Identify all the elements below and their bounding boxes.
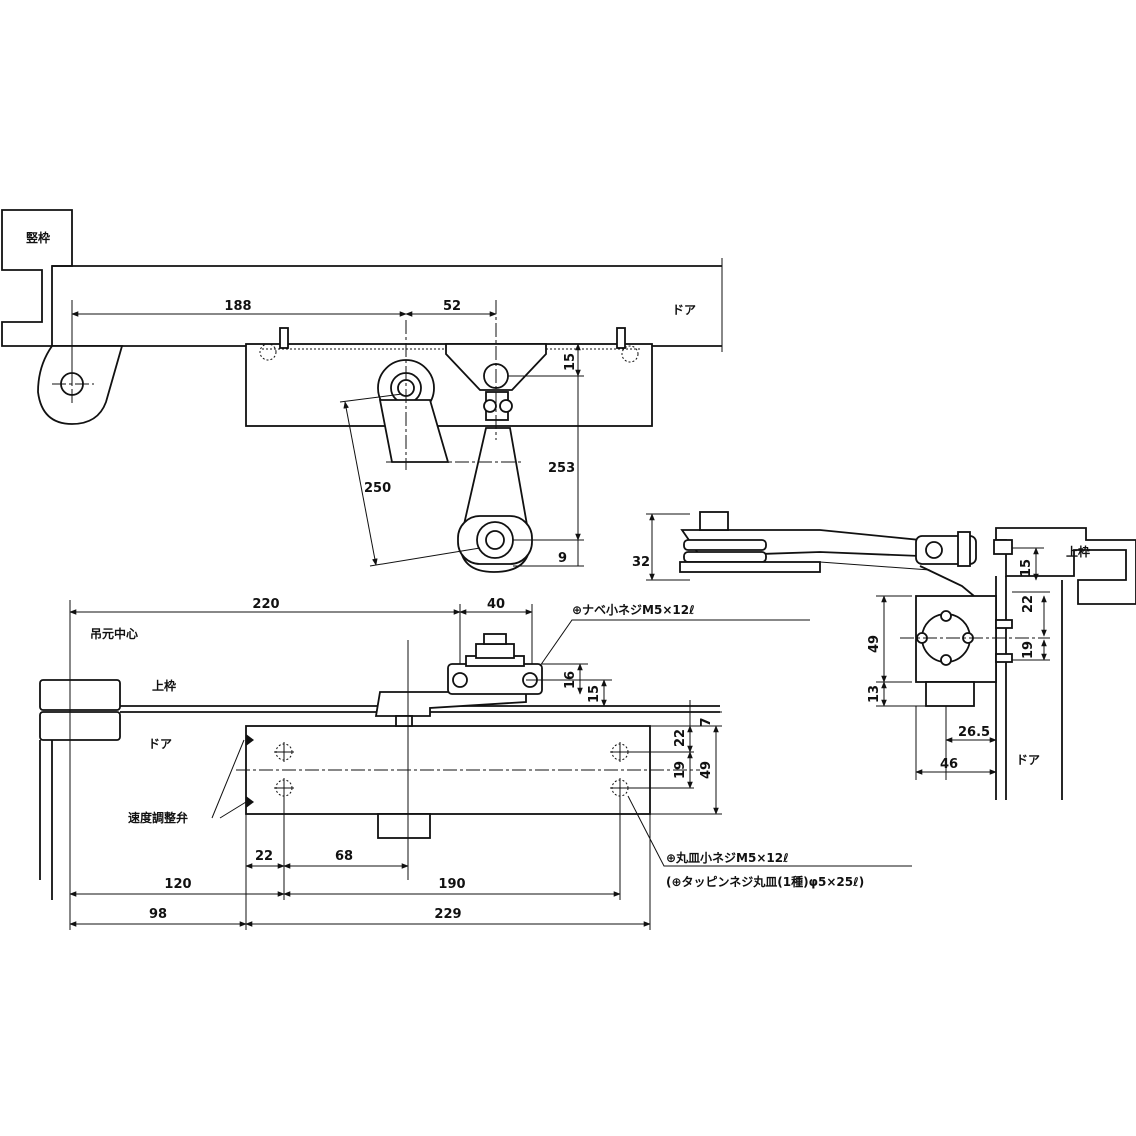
main-arm-top (378, 399, 450, 463)
dim-188: 188 (224, 299, 251, 314)
jamb-frame-profile (1, 209, 73, 347)
dim-52: 52 (443, 299, 461, 314)
label-door-front: ドア (148, 737, 172, 751)
dim-46: 46 (940, 757, 958, 772)
front-view: 220 40 16 15 7 22 19 49 22 68 120 (39, 597, 912, 930)
arm-bracket-front (447, 663, 543, 695)
dim-15-top: 15 (563, 353, 578, 371)
label-head-front: 上枠 (152, 678, 176, 693)
dim-190: 190 (438, 877, 465, 892)
label-jamb: 竪枠 (26, 230, 50, 245)
dim-120: 120 (164, 877, 191, 892)
label-door-top: ドア (672, 303, 696, 317)
label-hinge-center: 吊元中心 (90, 626, 138, 641)
label-speed-valve: 速度調整弁 (128, 810, 188, 825)
dim-40: 40 (487, 597, 505, 612)
dim-19-side: 19 (1021, 641, 1036, 659)
dim-26-5: 26.5 (958, 725, 990, 740)
dim-22-side: 22 (1021, 595, 1036, 613)
dim-22-bottom: 22 (255, 849, 273, 864)
label-screw-pan-head: ⊕ナベ小ネジM5×12ℓ (572, 602, 695, 617)
dim-220: 220 (252, 597, 279, 612)
dim-19-front: 19 (673, 761, 688, 779)
dim-15-side: 15 (1019, 559, 1034, 577)
top-view: 188 52 15 253 9 250 竪枠 ドア (1, 209, 723, 573)
dim-22-front: 22 (673, 729, 688, 747)
dim-32: 32 (632, 555, 650, 570)
side-view: 32 15 22 19 49 13 26.5 46 上枠 ドア (632, 511, 1136, 800)
label-screw-oval-head: ⊕丸皿小ネジM5×12ℓ (666, 850, 789, 865)
bracket-side (915, 595, 997, 683)
dim-9: 9 (558, 551, 567, 566)
dim-49-side: 49 (867, 635, 882, 653)
head-frame-profile (995, 527, 1136, 605)
hinge-knuckle (37, 345, 124, 425)
dim-13-side: 13 (867, 685, 882, 703)
dim-250: 250 (364, 481, 391, 496)
dim-253: 253 (548, 461, 575, 476)
label-door-right: ドア (1016, 753, 1040, 767)
dim-15-front: 15 (587, 685, 602, 703)
dim-7: 7 (699, 717, 714, 726)
dim-49-front: 49 (699, 761, 714, 779)
hinge-front (39, 679, 121, 711)
dim-68: 68 (335, 849, 353, 864)
label-screw-tapping: (⊕タッピンネジ丸皿(1種)φ5×25ℓ) (666, 874, 864, 889)
dim-98: 98 (149, 907, 167, 922)
dim-229: 229 (434, 907, 461, 922)
label-head-right: 上枠 (1066, 544, 1090, 559)
